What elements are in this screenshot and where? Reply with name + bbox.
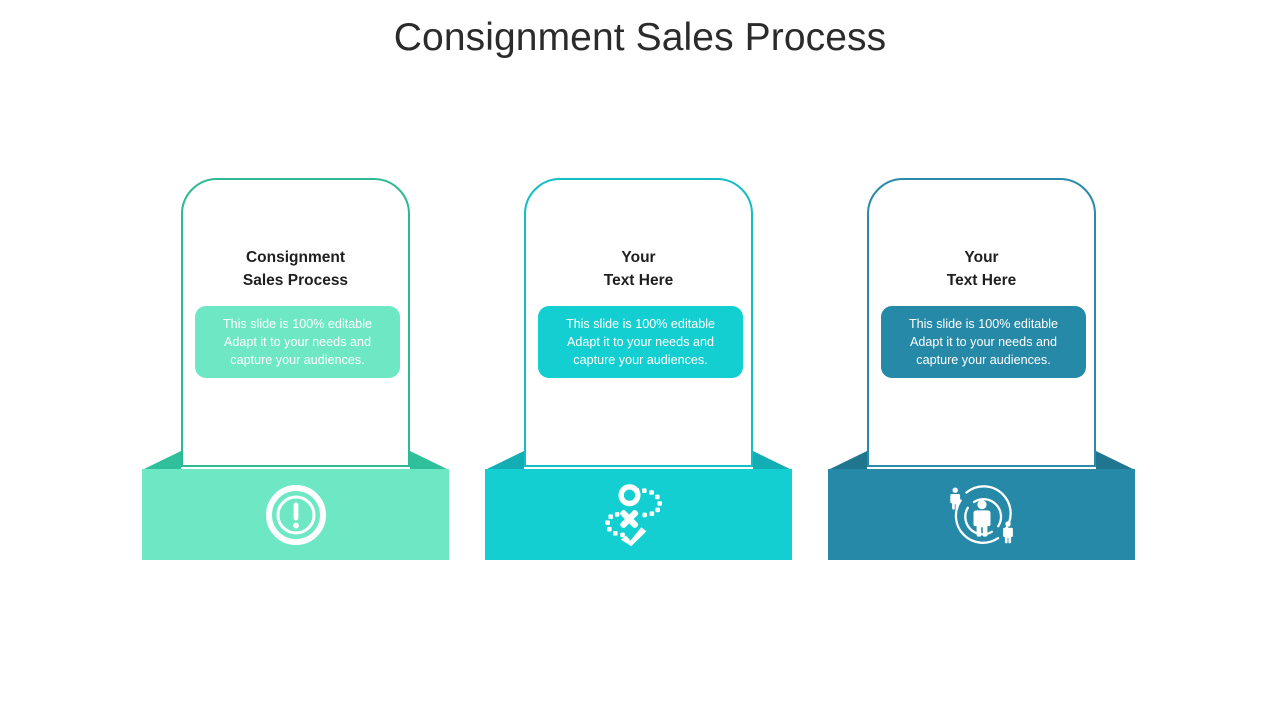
- card-body-text: This slide is 100% editable Adapt it to …: [222, 317, 373, 367]
- people-network-icon: [949, 484, 1013, 544]
- page-title: Consignment Sales Process: [393, 16, 887, 59]
- process-cards-row: Consignment Sales Process This slide is …: [0, 178, 1280, 563]
- ribbon-fold-right: [410, 451, 449, 470]
- process-card[interactable]: Your Text Here This slide is 100% editab…: [828, 178, 1135, 560]
- card-ribbon: [828, 451, 1135, 560]
- card-icon: [485, 469, 792, 560]
- process-card[interactable]: Your Text Here This slide is 100% editab…: [485, 178, 792, 560]
- card-icon: [142, 469, 449, 560]
- card-textbox: This slide is 100% editable Adapt it to …: [195, 306, 400, 378]
- ribbon-fold-right: [753, 451, 792, 470]
- process-card[interactable]: Consignment Sales Process This slide is …: [142, 178, 449, 560]
- card-textbox: This slide is 100% editable Adapt it to …: [538, 306, 743, 378]
- card-heading: Consignment Sales Process: [242, 249, 349, 289]
- card-panel: Consignment Sales Process This slide is …: [181, 178, 410, 467]
- alert-circle-icon: [265, 484, 326, 545]
- card-body-text: This slide is 100% editable Adapt it to …: [565, 317, 716, 367]
- ribbon-fold-right: [1096, 451, 1135, 470]
- card-textbox: This slide is 100% editable Adapt it to …: [881, 306, 1086, 378]
- ribbon-fold-left: [828, 451, 867, 470]
- ribbon-body: [485, 469, 792, 560]
- ribbon-fold-left: [485, 451, 524, 470]
- card-panel: Your Text Here This slide is 100% editab…: [867, 178, 1096, 467]
- card-panel: Your Text Here This slide is 100% editab…: [524, 178, 753, 467]
- card-icon: [828, 469, 1135, 560]
- card-ribbon: [485, 451, 792, 560]
- card-heading: Your Text Here: [946, 249, 1017, 289]
- ribbon-fold-left: [142, 451, 181, 470]
- card-body-text: This slide is 100% editable Adapt it to …: [908, 317, 1059, 367]
- card-ribbon: [142, 451, 449, 560]
- card-heading: Your Text Here: [603, 249, 674, 289]
- strategy-path-icon: [604, 483, 662, 546]
